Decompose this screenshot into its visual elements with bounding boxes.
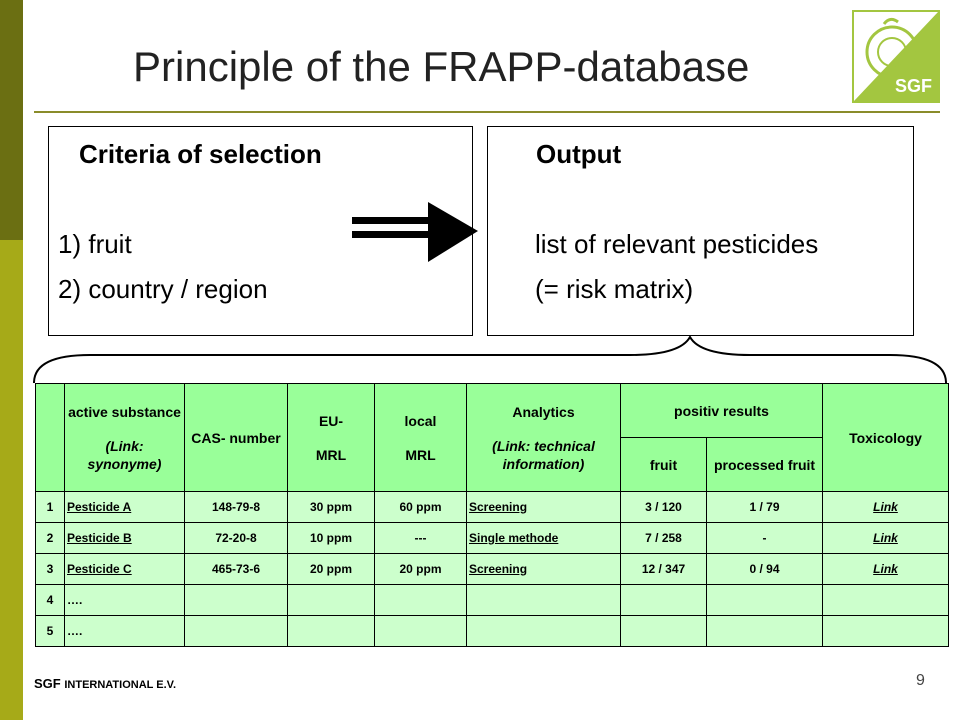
processed-results: 1 / 79 <box>705 491 824 523</box>
eu-mrl: 20 ppm <box>287 553 375 585</box>
local-mrl: 60 ppm <box>374 491 467 523</box>
header-local-label: local <box>404 412 437 429</box>
decor-stripe-top <box>0 0 23 240</box>
processed-results: 0 / 94 <box>705 553 824 585</box>
header-toxicology: Toxicology <box>822 383 950 492</box>
fruit-results <box>620 584 707 616</box>
risk-matrix-table: active substance (Link: synonyme) CAS- n… <box>35 383 950 647</box>
cas-number: 148-79-8 <box>184 491 288 523</box>
slide-title: Principle of the FRAPP-database <box>133 43 750 90</box>
table-row: 2 Pesticide B 72-20-8 10 ppm --- Single … <box>35 522 950 554</box>
right-arrow-icon <box>352 202 478 262</box>
row-index: 2 <box>35 522 65 554</box>
toxicology-link[interactable]: Link <box>822 491 950 523</box>
eu-mrl <box>287 584 375 616</box>
cas-number: 465-73-6 <box>184 553 288 585</box>
substance-link[interactable]: Pesticide B <box>64 522 185 554</box>
table-row: 5 …. <box>35 615 950 647</box>
curly-brace <box>33 335 947 384</box>
local-mrl: 20 ppm <box>374 553 467 585</box>
eu-mrl: 10 ppm <box>287 522 375 554</box>
footer-organization: SGF INTERNATIONAL E.V. <box>34 676 176 691</box>
header-eu-label: EU- <box>318 412 344 429</box>
cas-number <box>184 615 288 647</box>
decor-stripe-bottom <box>0 240 23 720</box>
header-eu-mrl: EU- MRL <box>287 383 375 492</box>
header-cas: CAS- number <box>184 383 288 492</box>
criteria-heading: Criteria of selection <box>79 139 322 169</box>
local-mrl <box>374 615 467 647</box>
toxicology-cell <box>822 615 950 647</box>
processed-results <box>705 615 824 647</box>
fruit-results: 7 / 258 <box>620 522 707 554</box>
output-heading: Output <box>536 139 622 169</box>
header-eu-sub: MRL <box>315 446 347 463</box>
header-active-substance: active substance (Link: synonyme) <box>64 383 185 492</box>
cas-number <box>184 584 288 616</box>
header-active-sub: (Link: synonyme) <box>87 437 162 472</box>
substance-placeholder: …. <box>64 615 185 647</box>
output-box: Output list of relevant pesticides (= ri… <box>487 126 914 336</box>
fruit-results <box>620 615 707 647</box>
fruit-results: 3 / 120 <box>620 491 707 523</box>
substance-link[interactable]: Pesticide C <box>64 553 185 585</box>
toxicology-link[interactable]: Link <box>822 553 950 585</box>
eu-mrl: 30 ppm <box>287 491 375 523</box>
header-analytics-label: Analytics <box>512 403 575 420</box>
header-analytics-sub: (Link: technical information) <box>492 437 595 472</box>
header-positiv-results: positiv results <box>619 383 824 438</box>
page-number: 9 <box>916 672 925 689</box>
sgf-logo: SGF <box>852 10 940 103</box>
analytics-cell <box>466 584 621 616</box>
header-local-sub: MRL <box>405 446 436 463</box>
criteria-fruit: 1) fruit <box>58 229 132 259</box>
sgf-logo-icon <box>854 12 938 101</box>
eu-mrl <box>287 615 375 647</box>
header-index <box>35 383 65 492</box>
output-risk-matrix: (= risk matrix) <box>535 274 694 304</box>
analytics-link[interactable]: Screening <box>466 491 621 523</box>
table-row: 1 Pesticide A 148-79-8 30 ppm 60 ppm Scr… <box>35 491 950 523</box>
row-index: 3 <box>35 553 65 585</box>
processed-results <box>705 584 824 616</box>
footer-org-bold: SGF <box>34 676 61 691</box>
substance-link[interactable]: Pesticide A <box>64 491 185 523</box>
selection-criteria-box: Criteria of selection 1) fruit 2) countr… <box>48 126 473 336</box>
toxicology-cell <box>822 584 950 616</box>
header-active-label: active substance <box>68 403 181 420</box>
header-processed-fruit: processed fruit <box>705 437 824 492</box>
local-mrl <box>374 584 467 616</box>
table-row: 3 Pesticide C 465-73-6 20 ppm 20 ppm Scr… <box>35 553 950 585</box>
local-mrl: --- <box>374 522 467 554</box>
header-local-mrl: local MRL <box>374 383 467 492</box>
sgf-logo-text: SGF <box>894 76 932 96</box>
row-index: 1 <box>35 491 65 523</box>
toxicology-link[interactable]: Link <box>822 522 950 554</box>
footer-org-rest: INTERNATIONAL E.V. <box>64 679 177 691</box>
analytics-link[interactable]: Single methode <box>466 522 621 554</box>
header-fruit: fruit <box>620 437 707 492</box>
substance-placeholder: …. <box>64 584 185 616</box>
analytics-link[interactable]: Screening <box>466 553 621 585</box>
row-index: 5 <box>35 615 65 647</box>
output-list: list of relevant pesticides <box>535 229 819 259</box>
criteria-country: 2) country / region <box>58 274 268 304</box>
header-analytics: Analytics (Link: technical information) <box>466 383 621 492</box>
analytics-cell <box>466 615 621 647</box>
row-index: 4 <box>35 584 65 616</box>
cas-number: 72-20-8 <box>184 522 288 554</box>
processed-results: - <box>705 522 824 554</box>
table-row: 4 …. <box>35 584 950 616</box>
fruit-results: 12 / 347 <box>620 553 707 585</box>
title-divider <box>34 111 940 113</box>
